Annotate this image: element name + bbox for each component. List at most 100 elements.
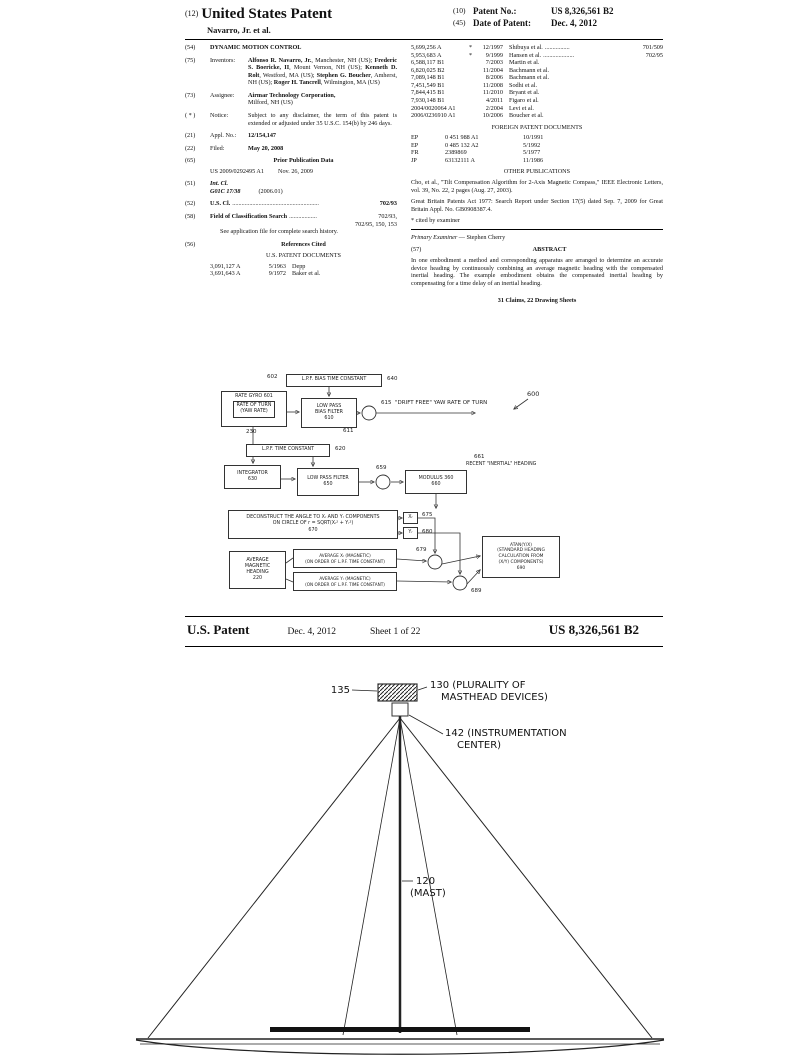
ref-date: 11/2004 (482, 66, 503, 74)
ref-date: 10/1991 (523, 134, 544, 142)
field-57-num: (57) (411, 246, 422, 254)
int-cl-class: G01C 17/38 (210, 187, 241, 195)
field-75-inventors: (75) Inventors: Alfonso R. Navarro, Jr.,… (185, 57, 397, 87)
field-10-num: (10) (453, 6, 466, 15)
field-54-num: (54) (185, 44, 196, 51)
field-22-num: (22) (185, 144, 196, 152)
first-named-inventor: Navarro, Jr. et al. (207, 25, 271, 35)
ref-number: 6,820,025 B2 (411, 66, 445, 74)
field-65-prior-pub: (65) Prior Publication Data US 2009/0292… (185, 157, 397, 175)
ref-name: Bachmann et al. (509, 74, 550, 82)
prior-pub-heading: Prior Publication Data (273, 157, 334, 165)
label-120-line2: (MAST) (410, 888, 446, 899)
inventor-loc: , Manchester, NH (US); (311, 56, 375, 64)
other-publications-heading: OTHER PUBLICATIONS (503, 168, 571, 176)
patent-number-value: US 8,326,561 B2 (551, 6, 614, 16)
cited-by-examiner: * cited by examiner (411, 217, 460, 225)
sailboat-figure: 135 130 (PLURALITY OF MASTHEAD DEVICES) … (135, 680, 665, 1055)
field-65-num: (65) (185, 157, 196, 165)
int-cl-body: Int. Cl. G01C 17/38 (2006.01) (210, 180, 397, 195)
ref-date: 5/1963 (268, 262, 286, 270)
ref-name: Bachmann et al. (509, 66, 550, 74)
field-21-num: (21) (185, 132, 196, 140)
sheet-divider-top (185, 616, 663, 617)
ref-640: 640 (387, 376, 398, 382)
ref-602: 602 (267, 374, 278, 380)
assignee-location: Milford, NH (US) (248, 99, 293, 107)
ref-name: Bryant et al. (509, 89, 540, 97)
ref-date: 7/2003 (485, 59, 503, 67)
masthead-devices-box (377, 683, 418, 702)
field-notice-num: ( * ) (185, 111, 196, 119)
ref-675: 675 (422, 512, 433, 518)
us-cl-value: 702/93 (379, 200, 397, 208)
ref-679: 679 (416, 547, 427, 553)
ref-date: 11/2008 (482, 81, 503, 89)
primary-examiner-label: Primary Examiner (411, 233, 458, 241)
ref-number: 63132111 A (445, 156, 475, 164)
filed-date: May 20, 2008 (248, 144, 284, 152)
ref-star (469, 105, 477, 113)
us-ref-row: 3,691,643 A 9/1972 Baker et al. (210, 270, 397, 278)
prior-pub-number: US 2009/0292495 A1 (210, 167, 264, 175)
us-cl-label: U.S. Cl. (210, 200, 231, 208)
field-75-num: (75) (185, 56, 196, 64)
field-search-dots: .................. (289, 213, 317, 220)
rate-of-turn-box: RATE OF TURN (YAW RATE) (232, 401, 276, 418)
ref-number: 0 451 988 A1 (445, 134, 479, 142)
ref-star (469, 67, 477, 75)
ref-number: 2004/0020064 A1 (411, 104, 456, 112)
ref-star (469, 59, 477, 67)
us-cl-body: U.S. Cl. ...............................… (210, 200, 397, 208)
inventor-name: Frederic S. Boericke, II (248, 56, 397, 72)
inventors-label: Inventors: (210, 56, 236, 64)
field-51-num: (51) (185, 180, 196, 188)
abstract-heading: ABSTRACT (532, 246, 567, 254)
label-120-line1: 120 (416, 876, 435, 887)
field-52-num: (52) (185, 200, 196, 208)
recent-inertial-heading-label: RECENT "INERTIAL" HEADING (466, 462, 537, 467)
ref-680: 680 (422, 529, 433, 535)
ref-date: 4/2011 (486, 96, 503, 104)
field-21-appl-no: (21) Appl. No.: 12/154,147 (185, 132, 397, 140)
abstract-heading-row: (57) ABSTRACT (411, 246, 663, 254)
ref-star: * (469, 44, 473, 51)
invention-title: DYNAMIC MOTION CONTROL (210, 44, 302, 51)
ref-615: 615 (381, 400, 392, 406)
ref-star (469, 112, 477, 120)
block-diagram-figure: 602 L.P.F. BIAS TIME CONSTANT 640 RATE G… (183, 372, 663, 612)
patent-date-row: (45) Date of Patent: Dec. 4, 2012 (453, 18, 663, 28)
united-states-patent-title: United States Patent (201, 6, 333, 22)
ref-name: Depp (292, 262, 306, 270)
abstract-text: In one embodiment a method and correspon… (411, 256, 663, 287)
ref-class: 701/509 (642, 44, 663, 51)
ref-star (469, 74, 477, 82)
left-column: (54) DYNAMIC MOTION CONTROL (75) Invento… (185, 44, 397, 305)
ref-number: 5,953,683 A (411, 51, 442, 59)
country-code: EP (411, 141, 419, 149)
field-45-num: (45) (453, 18, 466, 27)
ref-number: 7,451,549 B1 (411, 81, 445, 89)
primary-examiner-line: Primary Examiner — Stephen Cherry (411, 234, 663, 242)
inventor-name: Kenneth D. Rolt (248, 64, 398, 79)
claims-drawing-sheets: 31 Claims, 22 Drawing Sheets (497, 297, 577, 305)
lpf-time-constant-box: L.P.F. TIME CONSTANT (246, 444, 330, 457)
low-pass-bias-filter-box: LOW PASS BIAS FILTER 610 (301, 398, 357, 428)
front-page: (12)United States Patent Navarro, Jr. et… (185, 6, 663, 305)
inventor-loc: , Wilmington, MA (US) (320, 79, 380, 87)
ref-star: * (469, 51, 473, 59)
label-142-line2: CENTER) (457, 740, 501, 751)
field-search-label: Field of Classification Search (210, 213, 288, 220)
ref-number: 7,844,415 B1 (411, 89, 445, 97)
drift-free-label: 615 "DRIFT FREE" YAW RATE OF TURN (381, 400, 487, 407)
field-56-references: (56) References Cited U.S. PATENT DOCUME… (185, 241, 397, 278)
modulus-360-box: MODULUS 360 660 (405, 470, 467, 494)
inventor-loc: , Amherst, NH (US); (248, 71, 398, 87)
ref-class: 702/95 (645, 51, 663, 59)
field-search-note: See application file for complete search… (220, 228, 338, 236)
